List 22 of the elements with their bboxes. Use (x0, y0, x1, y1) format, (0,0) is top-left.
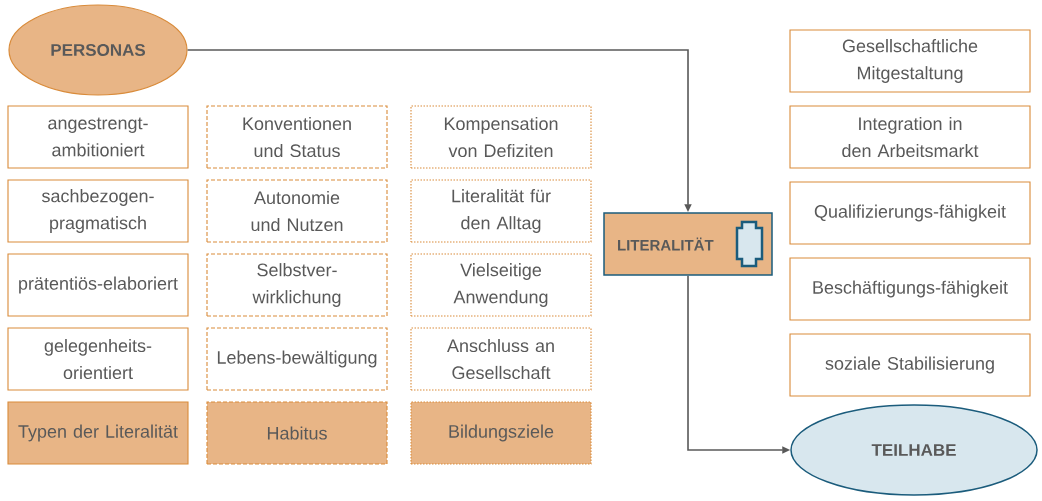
process-box: Lebens-bewältigung (206, 327, 388, 391)
process-box: soziale Stabilisierung (789, 333, 1031, 397)
process-box: sachbezogen-pragmatisch (7, 179, 189, 243)
process-box: Beschäftigungs-fähigkeit (789, 257, 1031, 321)
process-box: Literalität für den Alltag (410, 179, 592, 243)
oval-node: TEILHABE (790, 404, 1038, 496)
process-box: Selbstver-wirklichung (206, 253, 388, 317)
process-box: Bildungsziele (410, 401, 592, 465)
oval-node: PERSONAS (8, 4, 188, 96)
process-box: Anschluss an Gesellschaft (410, 327, 592, 391)
process-box: Qualifizierungs-fähigkeit (789, 181, 1031, 245)
process-box: angestrengt-ambitioniert (7, 105, 189, 169)
process-box: Kompensation von Defiziten (410, 105, 592, 169)
process-box: Autonomie und Nutzen (206, 179, 388, 243)
process-box: Integration in den Arbeitsmarkt (789, 105, 1031, 169)
process-box: Typen der Literalität (7, 401, 189, 465)
process-box: Habitus (206, 401, 388, 465)
process-box: Konventionen und Status (206, 105, 388, 169)
process-box: prätentiös-elaboriert (7, 253, 189, 317)
process-box: gelegenheits-orientiert (7, 327, 189, 391)
process-box: Vielseitige Anwendung (410, 253, 592, 317)
process-box: Gesellschaftliche Mitgestaltung (789, 29, 1031, 93)
